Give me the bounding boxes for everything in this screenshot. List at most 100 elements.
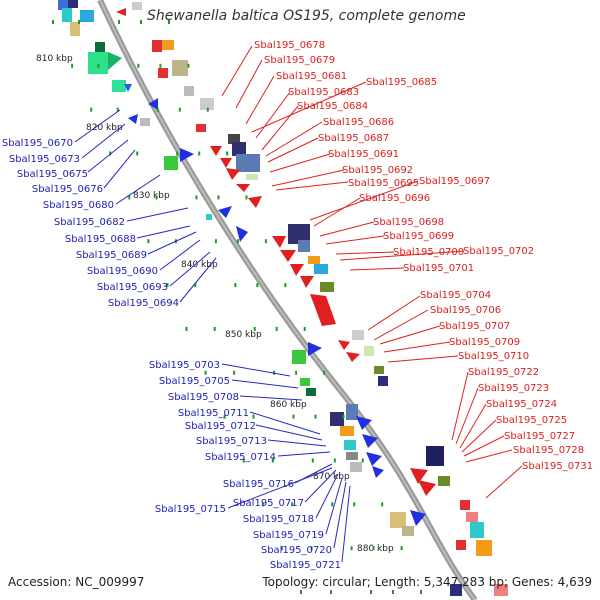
gene-block [340, 426, 354, 436]
track-tick [331, 502, 334, 507]
gene-block [196, 124, 206, 132]
gene-arrow [362, 434, 378, 448]
gene-arrow [124, 84, 132, 92]
track-tick [233, 370, 236, 375]
gene-block [476, 540, 492, 556]
track-tick [78, 20, 80, 24]
gene-arrow [180, 148, 194, 162]
track-tick [271, 458, 274, 463]
scale-label: 860 kbp [270, 400, 307, 410]
track-tick [198, 151, 201, 156]
track-tick [275, 326, 278, 331]
accession-text: Accession: NC_009997 [8, 575, 145, 589]
gene-label: Sbal195_0710 [458, 351, 529, 362]
gene-block [426, 446, 444, 466]
label-connectors [74, 45, 523, 563]
track-tick [213, 326, 216, 331]
gene-label: Sbal195_0685 [366, 77, 437, 88]
gene-label: Sbal195_0712 [185, 421, 256, 432]
gene-label: Sbal195_0701 [403, 263, 474, 274]
gene-arrow [116, 8, 126, 16]
track-tick [292, 414, 295, 419]
gene-label: Sbal195_0728 [513, 445, 584, 456]
gene-label: Sbal195_0676 [32, 184, 103, 195]
track-tick [118, 20, 120, 24]
gene-arrow [108, 52, 122, 70]
gene-label: Sbal195_0702 [463, 246, 534, 257]
track-tick [291, 502, 294, 507]
track-tick [128, 195, 131, 200]
gene-label: Sbal195_0690 [87, 266, 158, 277]
track-tick [420, 590, 422, 594]
gene-block [288, 224, 310, 244]
track-tick [156, 107, 159, 112]
gene-label: Sbal195_0681 [276, 71, 347, 82]
gene-arrow [338, 340, 350, 350]
gene-block [364, 346, 374, 356]
gene-block [378, 376, 388, 386]
track-tick [300, 590, 302, 594]
gene-label: Sbal195_0727 [504, 431, 575, 442]
gene-block [88, 52, 108, 74]
track-tick [333, 458, 336, 463]
gene-label: Sbal195_0675 [17, 169, 88, 180]
gene-label: Sbal195_0706 [430, 305, 501, 316]
track-tick [252, 414, 255, 419]
track-tick [342, 414, 345, 419]
gene-label: Sbal195_0714 [205, 452, 276, 463]
gene-label: Sbal195_0717 [233, 498, 304, 509]
track-tick [52, 20, 54, 24]
gene-label: Sbal195_0722 [468, 367, 539, 378]
track-tick [155, 195, 158, 200]
track-tick [361, 458, 364, 463]
track-tick [256, 283, 259, 288]
track-tick [223, 414, 226, 419]
gene-label: Sbal195_0678 [254, 40, 325, 51]
gene-label: Sbal195_0698 [373, 217, 444, 228]
gene-block [80, 10, 94, 22]
gene-block [300, 378, 310, 386]
gene-arrow [272, 236, 286, 248]
gene-block [350, 462, 362, 472]
gene-label: Sbal195_0694 [108, 298, 179, 309]
gene-label: Sbal195_0716 [223, 479, 294, 490]
track-tick [314, 414, 317, 419]
gene-arrow [248, 196, 262, 208]
gene-label: Sbal195_0720 [261, 545, 332, 556]
scale-label: 840 kbp [181, 260, 218, 270]
track-tick [400, 546, 403, 551]
gene-block [206, 214, 212, 220]
track-tick [253, 326, 256, 331]
gene-label: Sbal195_0683 [288, 87, 359, 98]
gene-arrow [236, 226, 248, 242]
track-tick [234, 283, 237, 288]
gene-label: Sbal195_0682 [54, 217, 125, 228]
track-tick [178, 107, 181, 112]
track-tick [159, 63, 162, 68]
track-tick [206, 107, 209, 112]
scale-label: 810 kbp [36, 54, 73, 64]
track-tick [90, 107, 93, 112]
track-ticks [52, 20, 422, 594]
gene-features [58, 0, 508, 596]
gene-label: Sbal195_0707 [439, 321, 510, 332]
track-tick [226, 151, 229, 156]
gene-block [320, 282, 334, 292]
gene-label: Sbal195_0718 [243, 514, 314, 525]
track-tick [330, 590, 332, 594]
gene-block [68, 0, 78, 8]
gene-block [344, 440, 356, 450]
gene-block [402, 526, 414, 536]
gene-block [470, 522, 484, 538]
gene-arrow [366, 452, 382, 466]
track-tick [284, 283, 287, 288]
gene-label: Sbal195_0704 [420, 290, 491, 301]
gene-block [292, 350, 306, 364]
gene-label: Sbal195_0721 [270, 560, 341, 571]
gene-arrow [356, 416, 372, 430]
track-tick [353, 502, 356, 507]
gene-block [330, 412, 344, 426]
gene-block [346, 452, 358, 460]
scale-label: 880 kbp [357, 544, 394, 554]
scale-label: 830 kbp [133, 191, 170, 201]
